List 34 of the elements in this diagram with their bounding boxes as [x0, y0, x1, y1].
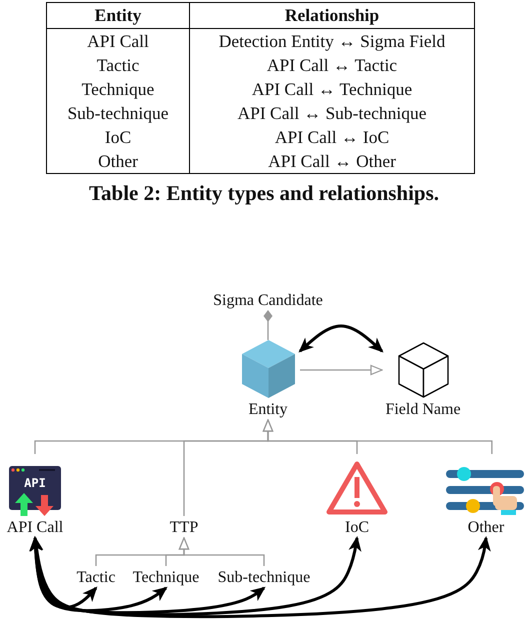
column-header: Relationship [190, 2, 474, 28]
double-arrow [29, 536, 168, 612]
arrow [262, 419, 493, 454]
node-label: Entity [248, 400, 288, 420]
double-arrow [30, 536, 362, 616]
node-label: Technique [125, 566, 207, 588]
table-cell: API Call ↔ Technique [190, 77, 474, 101]
table-caption: Table 2: Entity types and relationships. [88, 181, 440, 206]
node-label: IoC [345, 518, 369, 538]
table-cell: API Call ↔ Tactic [190, 53, 474, 77]
table-cell: API Call [46, 28, 190, 53]
table-cell: Sub-technique [46, 101, 190, 125]
node-label: Sigma Candidate [205, 290, 331, 311]
table-cell: API Call ↔ IoC [190, 125, 474, 149]
arrow [300, 364, 383, 376]
node-label: Field Name [385, 400, 461, 420]
node-label: API Call [6, 518, 64, 538]
node-label: TTP [162, 516, 206, 538]
column-header: Entity [46, 2, 190, 28]
icon-caption: API [23, 476, 47, 490]
connector-line [264, 310, 272, 340]
table-cell: Detection Entity ↔ Sigma Field [190, 28, 474, 53]
double-arrow [30, 536, 491, 618]
table-cell: API Call ↔ Sub-technique [190, 101, 474, 125]
table-cell: Tactic [46, 53, 190, 77]
table-cell: IoC [46, 125, 190, 149]
double-arrow [298, 324, 384, 353]
table-cell: Technique [46, 77, 190, 101]
node-label: Tactic [70, 566, 122, 588]
node-label: Sub-technique [210, 566, 318, 588]
table-cell: API Call ↔ Other [190, 149, 474, 174]
table-cell: Other [46, 149, 190, 174]
node-label: Other [468, 518, 504, 538]
arrow [178, 537, 265, 566]
